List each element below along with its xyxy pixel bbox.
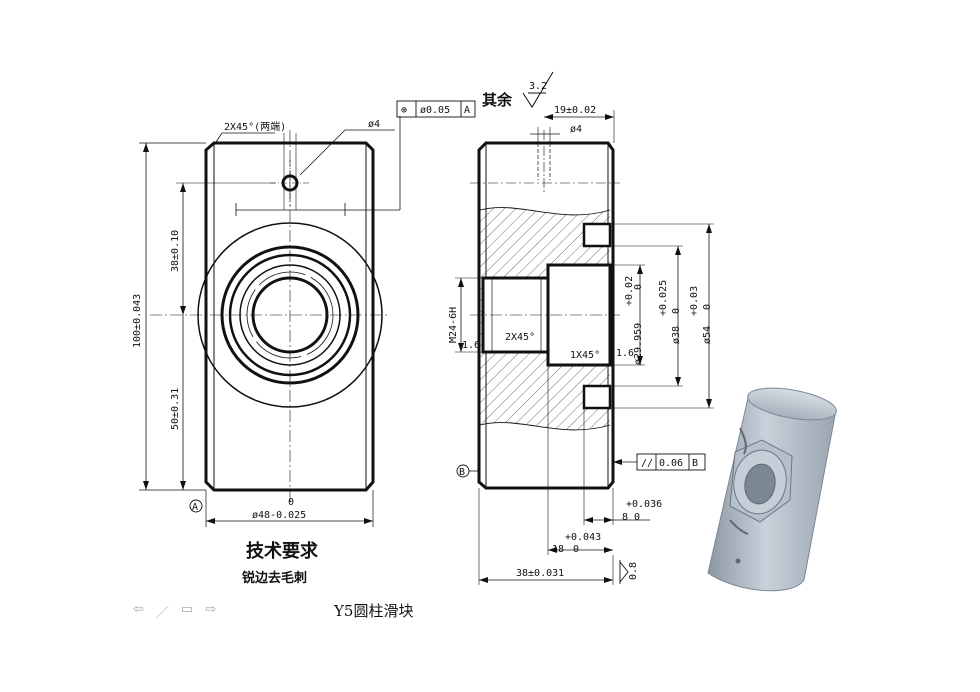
dim-top-to-center: 38±0.10 (170, 230, 181, 272)
dim-8-lower: 0 (634, 512, 640, 523)
parallel-symbol-icon: // (641, 458, 653, 469)
dim-8-main: 8 (622, 512, 628, 523)
dim-8-upper: +0.036 (626, 499, 662, 510)
thread-roughness: 1.6 (462, 340, 480, 351)
d29-lower: 0 (633, 284, 644, 290)
part-3d-render (707, 387, 837, 592)
position-symbol-icon: ⊕ (401, 105, 407, 116)
d54-lower: 0 (702, 304, 713, 310)
roughness-label: 其余 (482, 91, 513, 109)
section-view: 其余 3.2 19±0.02 ø4 M24-6H 1.6 2X45° 1X45°… (448, 71, 714, 585)
dim-total-height: 100±0.043 (132, 294, 143, 348)
chamfer-step: 1X45° (570, 350, 600, 361)
dim-width-dev: ø48-0.025 (252, 510, 306, 521)
thread-spec: M24-6H (448, 307, 459, 343)
tech-req-item: 锐边去毛刺 (242, 570, 307, 586)
pen-tool-icon[interactable]: ／ (155, 606, 169, 621)
dim-center-to-bottom: 50±0.31 (170, 388, 181, 430)
slide-caption: Y5圆柱滑块 (334, 602, 414, 620)
chamfer-inner: 2X45° (505, 332, 535, 343)
step-roughness: 1.6 (616, 348, 634, 359)
parallelism-tolerance-frame: // 0.06 B (636, 453, 706, 471)
dim-19: 19±0.02 (554, 105, 596, 116)
dim-18-main: 18 (552, 544, 564, 555)
d38-main: ø38 (671, 326, 682, 344)
svg-text:3.2: 3.2 (529, 81, 547, 92)
d54-upper: +0.03 (689, 286, 700, 316)
dim-width-main: 0 (288, 497, 294, 508)
parallel-tol-value: 0.06 (659, 458, 683, 469)
next-slide-icon[interactable]: ⇨ (205, 602, 217, 617)
dim-18-upper: +0.043 (565, 532, 601, 543)
d38-upper: +0.025 (658, 280, 669, 316)
d38-lower: 0 (671, 308, 682, 314)
position-tol-datum: A (464, 105, 470, 116)
svg-text:A: A (192, 502, 198, 513)
front-hole-dia: ø4 (368, 119, 380, 130)
roughness-symbol-icon: 3.2 (522, 71, 554, 108)
parallel-tol-datum: B (692, 458, 698, 469)
d54-main: ø54 (702, 326, 713, 344)
section-hole-dia: ø4 (570, 124, 582, 135)
dim-18-lower: 0 (573, 544, 579, 555)
front-view: 2X45°(两端) ø4 ⊕ ø0.05 A 100±0.043 38±0.10 (132, 100, 476, 527)
d29-main: ø29.959 (633, 323, 644, 365)
slide-nav: ⇦ ／ ▭ ⇨ (133, 602, 216, 621)
prev-slide-icon[interactable]: ⇦ (133, 602, 144, 617)
tech-req-title: 技术要求 (246, 540, 319, 562)
d29-upper: +0.02 (624, 276, 635, 306)
dim-38: 38±0.031 (516, 568, 564, 579)
position-tol-value: ø0.05 (420, 105, 450, 116)
datum-a-marker (189, 499, 203, 513)
svg-text:B: B (459, 467, 465, 478)
svg-text:0.8: 0.8 (628, 562, 639, 580)
chamfer-note: 2X45°(两端) (224, 120, 286, 133)
face-roughness-icon: 0.8 (619, 560, 639, 584)
menu-icon[interactable]: ▭ (180, 602, 194, 617)
position-tolerance-frame: ⊕ ø0.05 A (396, 100, 476, 118)
